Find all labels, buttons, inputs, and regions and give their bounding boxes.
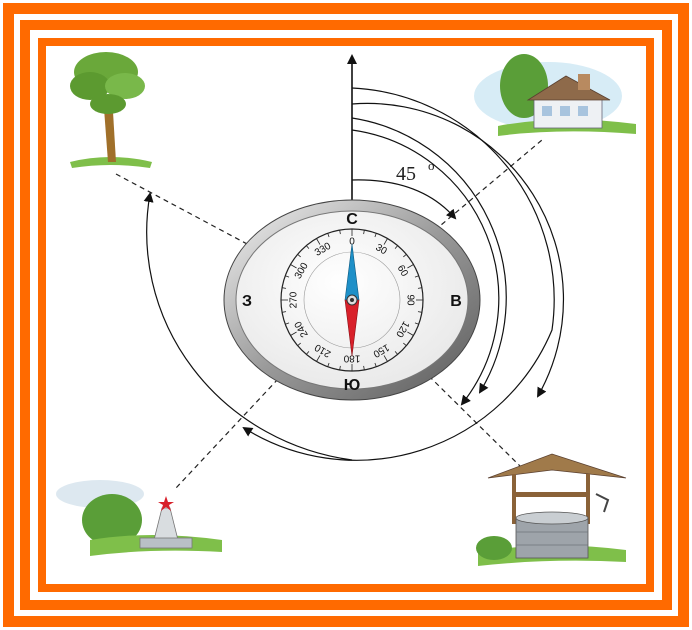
compass-number: 270 (289, 291, 300, 308)
tree-icon (70, 52, 152, 168)
dir-south: Ю (344, 377, 361, 394)
compass-number: 90 (405, 294, 416, 306)
dir-west: З (242, 293, 252, 310)
dir-north: С (346, 211, 358, 228)
well-icon (476, 454, 626, 566)
monument-icon (56, 480, 222, 556)
degree-symbol: o (428, 158, 435, 173)
dir-east: В (450, 293, 462, 310)
angle-label: 45 (396, 163, 416, 185)
house-icon (474, 54, 636, 136)
